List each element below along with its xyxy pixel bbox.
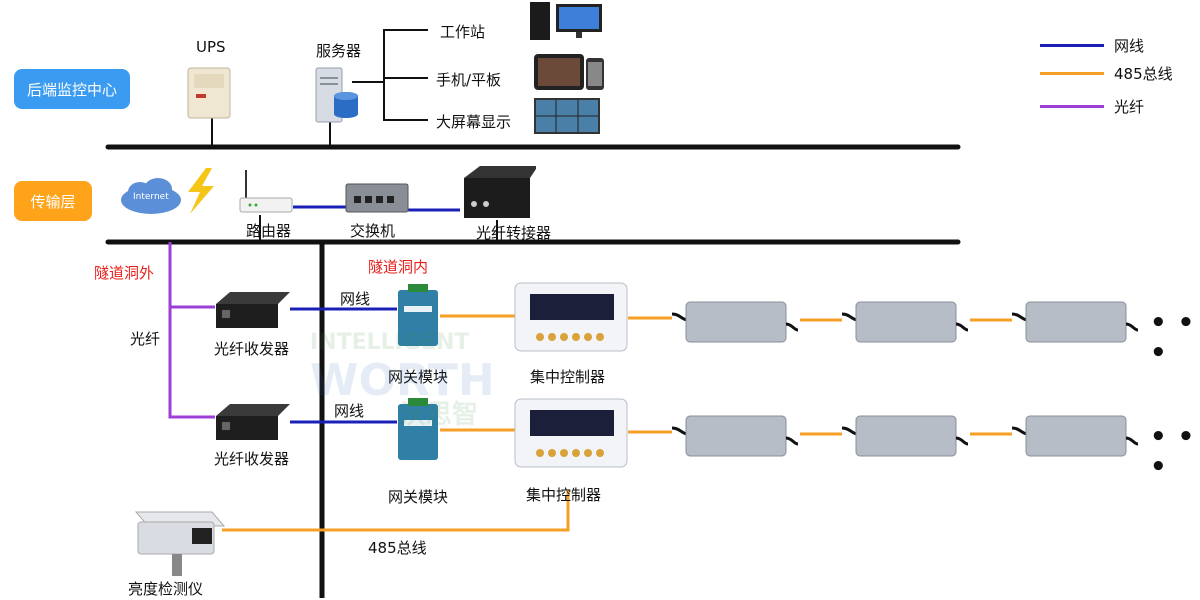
central-controller-icon-2	[514, 398, 628, 468]
led-driver-icon-1b	[841, 301, 969, 343]
switch-icon	[345, 183, 409, 213]
mobile-label: 手机/平板	[436, 71, 502, 89]
bus485-text: 485总线	[368, 539, 427, 557]
legend-485: 485总线	[1040, 63, 1173, 84]
fiber-transceiver-icon-1	[216, 292, 290, 328]
legend-network-label: 网线	[1114, 37, 1145, 55]
router-icon	[239, 170, 293, 213]
net-line-text-1: 网线	[340, 290, 371, 308]
gateway-label-1: 网关模块	[388, 368, 449, 386]
fiber-converter-label: 光纤转接器	[476, 224, 552, 242]
internet-text: Internet	[133, 192, 169, 202]
legend-network: 网线	[1040, 35, 1144, 56]
video-wall-icon	[534, 98, 600, 134]
controller-label-2: 集中控制器	[526, 486, 602, 504]
legend-fiber: 光纤	[1040, 96, 1144, 117]
server-label: 服务器	[316, 42, 362, 60]
led-driver-icon-1c	[1011, 301, 1139, 343]
gateway-module-icon-2	[398, 398, 438, 460]
legend-485-swatch	[1040, 72, 1104, 75]
legend-fiber-label: 光纤	[1114, 98, 1145, 116]
fiber-converter-icon	[464, 166, 536, 218]
legend-network-swatch	[1040, 44, 1104, 47]
zone-inside-label: 隧道洞内	[368, 258, 429, 276]
controller-label-1: 集中控制器	[530, 368, 606, 386]
transport-layer-label: 传输层	[30, 192, 76, 211]
transport-layer-badge: 传输层	[14, 181, 92, 221]
legend-485-label: 485总线	[1114, 65, 1173, 83]
workstation-icon	[530, 2, 602, 40]
switch-label: 交换机	[350, 222, 396, 240]
bigscreen-label: 大屏幕显示	[436, 113, 512, 131]
fiber-transceiver-label-1: 光纤收发器	[214, 340, 290, 358]
zone-outside-label: 隧道洞外	[94, 264, 155, 282]
more-drivers-indicator-1: • • •	[1150, 308, 1196, 368]
fiber-text: 光纤	[130, 330, 161, 348]
lightning-icon	[188, 168, 214, 214]
workstation-label: 工作站	[440, 23, 486, 41]
led-driver-icon-2b	[841, 415, 969, 457]
led-driver-icon-1a	[671, 301, 799, 343]
brightness-meter-label: 亮度检测仪	[128, 580, 204, 598]
fiber-transceiver-label-2: 光纤收发器	[214, 450, 290, 468]
legend-fiber-swatch	[1040, 105, 1104, 108]
internet-cloud-icon	[121, 178, 181, 214]
ups-icon	[187, 67, 231, 119]
backend-layer-badge: 后端监控中心	[14, 69, 130, 109]
backend-layer-label: 后端监控中心	[26, 80, 117, 99]
led-driver-icon-2c	[1011, 415, 1139, 457]
brightness-meter-icon	[134, 511, 226, 576]
gateway-module-icon-1	[398, 284, 438, 346]
central-controller-icon-1	[514, 282, 628, 352]
net-line-text-2: 网线	[334, 402, 365, 420]
server-icon	[315, 67, 358, 123]
more-drivers-indicator-2: • • •	[1150, 422, 1196, 482]
router-label: 路由器	[246, 222, 292, 240]
tablet-phone-icon	[534, 54, 604, 90]
gateway-label-2: 网关模块	[388, 488, 449, 506]
ups-label: UPS	[196, 38, 226, 56]
led-driver-icon-2a	[671, 415, 799, 457]
fiber-transceiver-icon-2	[216, 404, 290, 440]
